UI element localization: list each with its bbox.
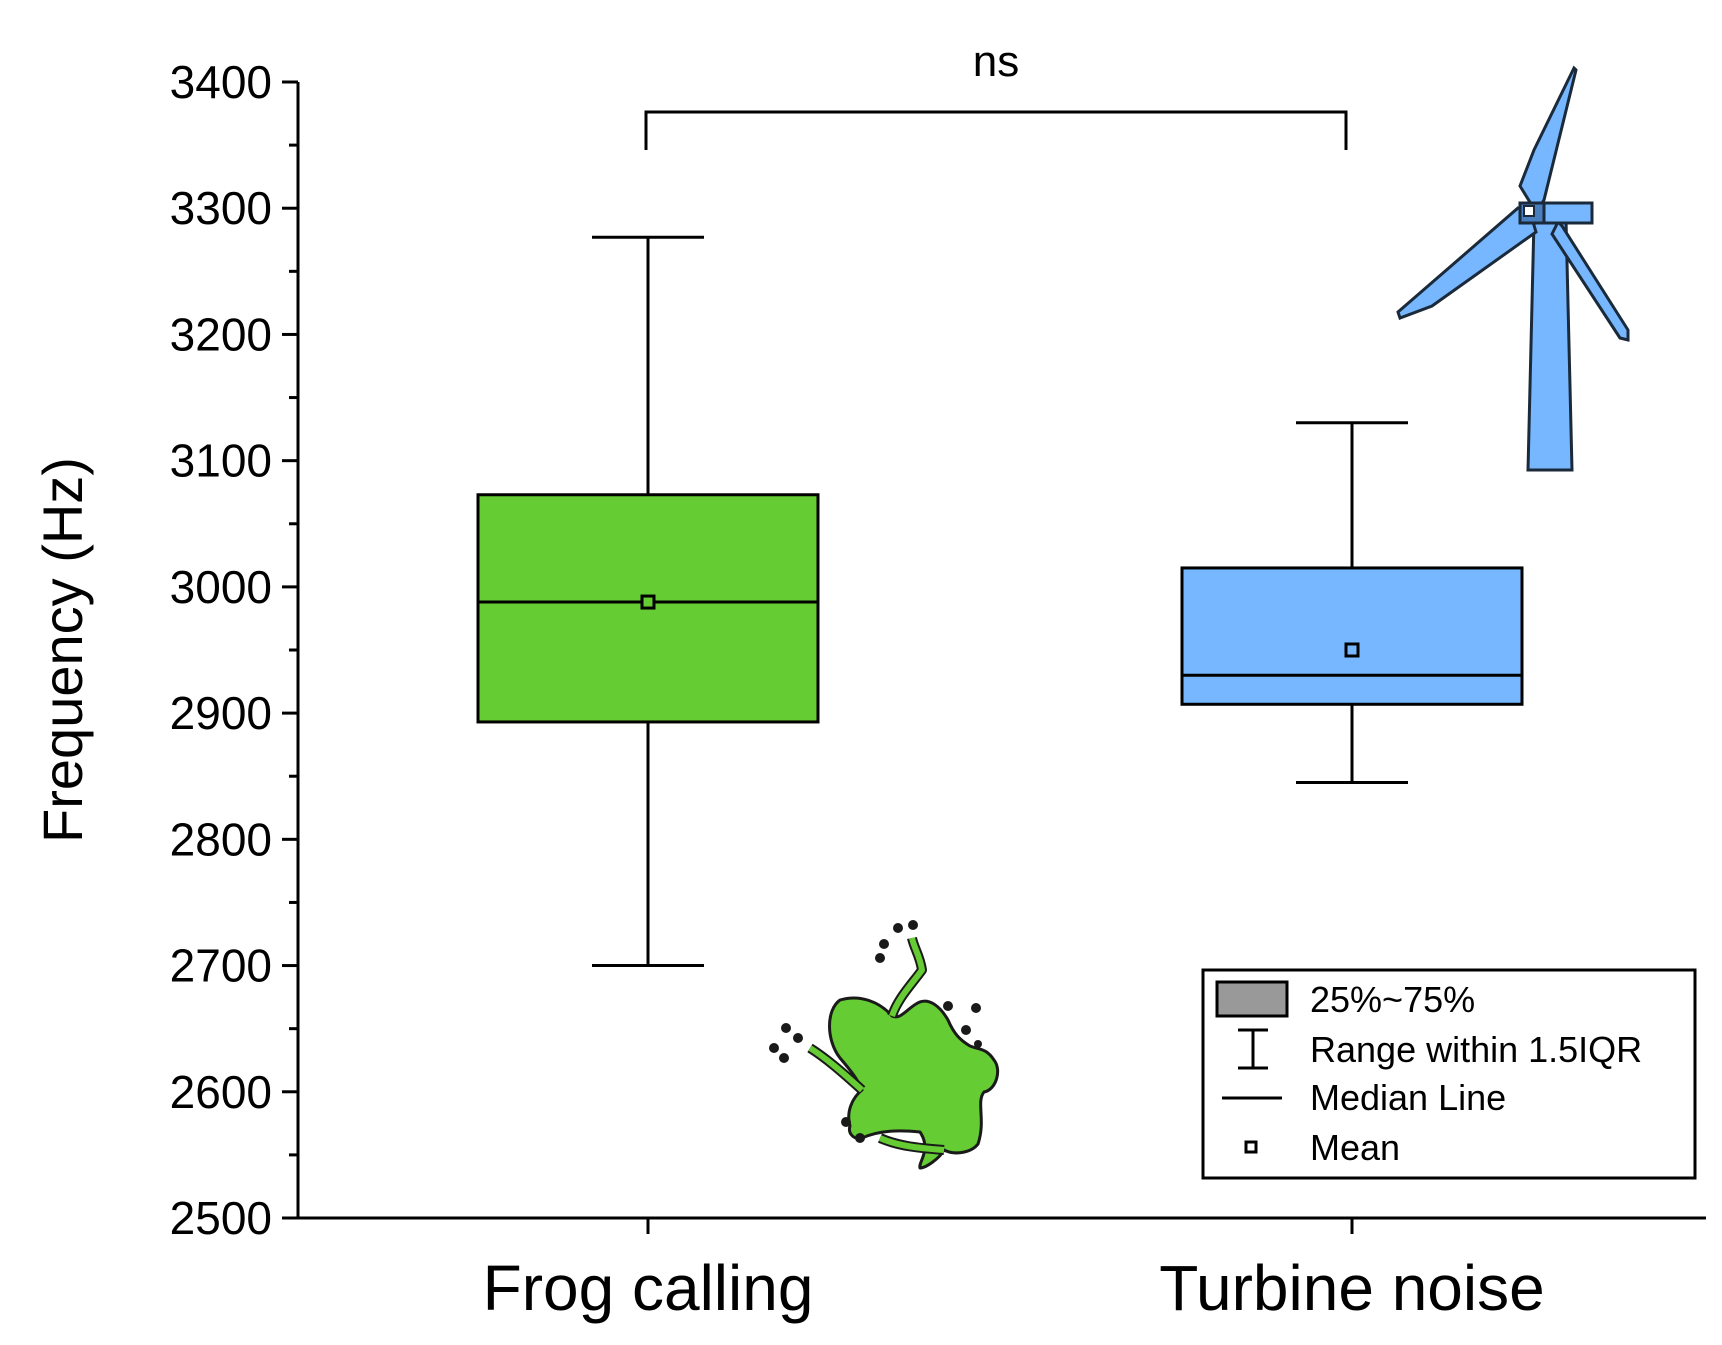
box-frog-calling — [476, 235, 820, 968]
y-tick-label: 3200 — [170, 308, 272, 360]
x-tick-label: Turbine noise — [1159, 1252, 1544, 1324]
y-ticks: 2500 2600 2700 2800 2900 3000 3100 3200 3300 3400 — [170, 56, 298, 1244]
y-tick-label: 2500 — [170, 1192, 272, 1244]
legend-box-swatch — [1215, 980, 1289, 1018]
y-tick-label: 3300 — [170, 182, 272, 234]
mean-marker — [1344, 642, 1360, 658]
legend-entry-range: Range within 1.5IQR — [1310, 1029, 1642, 1070]
legend-entry-median: Median Line — [1310, 1077, 1506, 1118]
legend-mean-swatch — [1244, 1140, 1258, 1154]
y-tick-label: 2800 — [170, 813, 272, 865]
wind-turbine-icon — [1396, 65, 1630, 472]
box-turbine-noise — [1180, 421, 1524, 785]
legend: 25%~75% Range within 1.5IQR Median Line … — [1201, 968, 1697, 1180]
y-axis-label: Frequency (Hz) — [31, 457, 94, 843]
y-tick-label: 2600 — [170, 1066, 272, 1118]
y-tick-label: 2700 — [170, 940, 272, 992]
boxes — [476, 235, 1524, 968]
mean-marker — [640, 594, 656, 610]
frog-icon — [769, 920, 1000, 1170]
significance-bracket: ns — [644, 37, 1348, 150]
x-tick-label: Frog calling — [483, 1252, 814, 1324]
y-tick-label: 3000 — [170, 561, 272, 613]
legend-entry-iqr: 25%~75% — [1310, 979, 1475, 1020]
x-ticks: Frog calling Turbine noise — [483, 1218, 1545, 1324]
y-tick-label: 3100 — [170, 435, 272, 487]
bracket-line — [644, 110, 1348, 150]
iqr-box — [1180, 566, 1524, 706]
legend-entry-mean: Mean — [1310, 1127, 1400, 1168]
y-tick-label: 3400 — [170, 56, 272, 108]
y-tick-label: 2900 — [170, 687, 272, 739]
legend-whisker-swatch — [1238, 1028, 1268, 1070]
significance-label: ns — [973, 37, 1019, 86]
